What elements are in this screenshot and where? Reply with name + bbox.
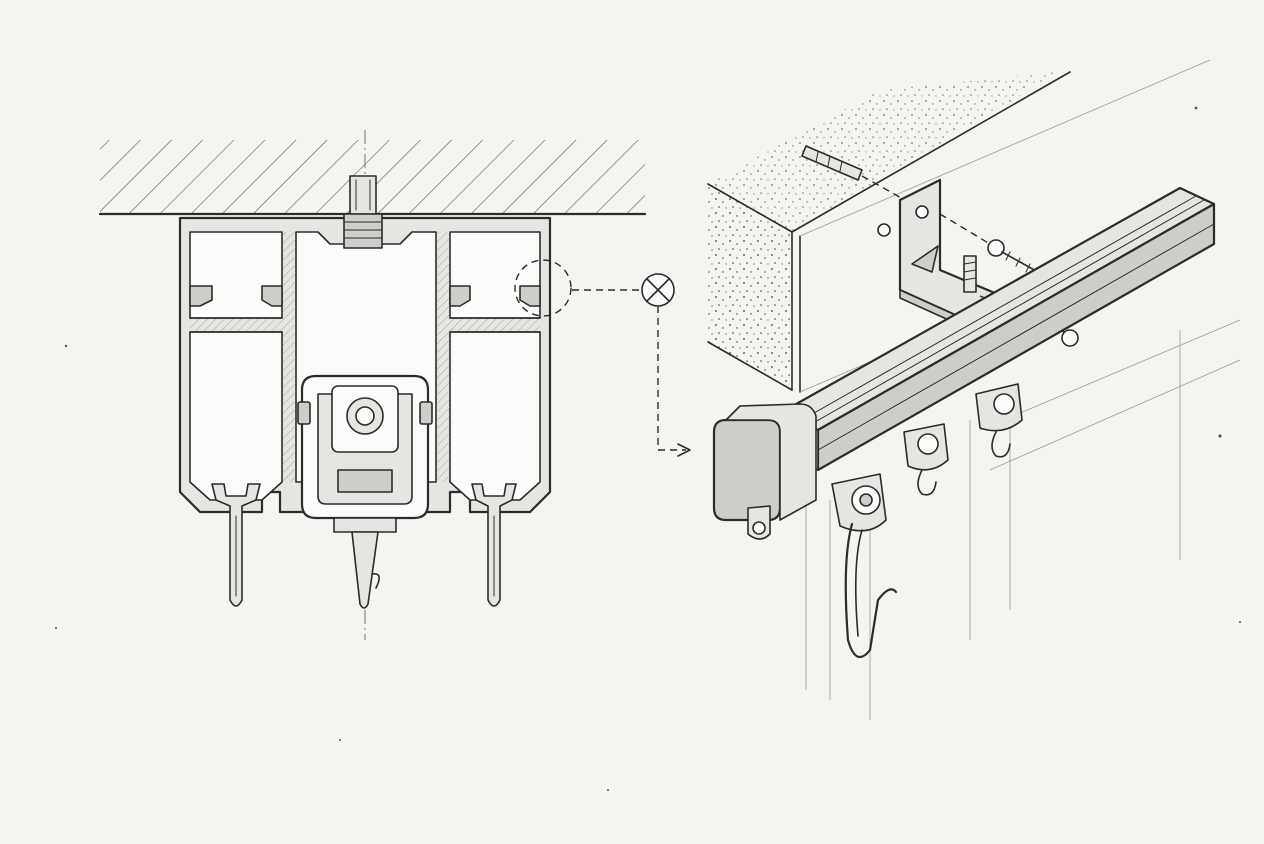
cross-section-view [98, 130, 691, 640]
wall-panels [805, 319, 1241, 720]
arrow-icon [677, 443, 691, 457]
mounting-bolt [343, 175, 383, 249]
paper-texture [55, 106, 1241, 791]
track-glider-3 [903, 423, 949, 496]
mounting-bracket [877, 178, 1004, 327]
isometric-view [707, 59, 1241, 720]
track-glider-4 [975, 383, 1023, 458]
track-glider-1 [747, 505, 771, 540]
center-runner [297, 374, 433, 609]
detail-callout [514, 259, 691, 457]
track-glider-2 [831, 473, 898, 659]
wall-plug [801, 145, 906, 201]
right-glider [471, 483, 517, 607]
end-cap [712, 403, 817, 522]
left-glider [211, 483, 261, 607]
track-profile [178, 216, 552, 514]
